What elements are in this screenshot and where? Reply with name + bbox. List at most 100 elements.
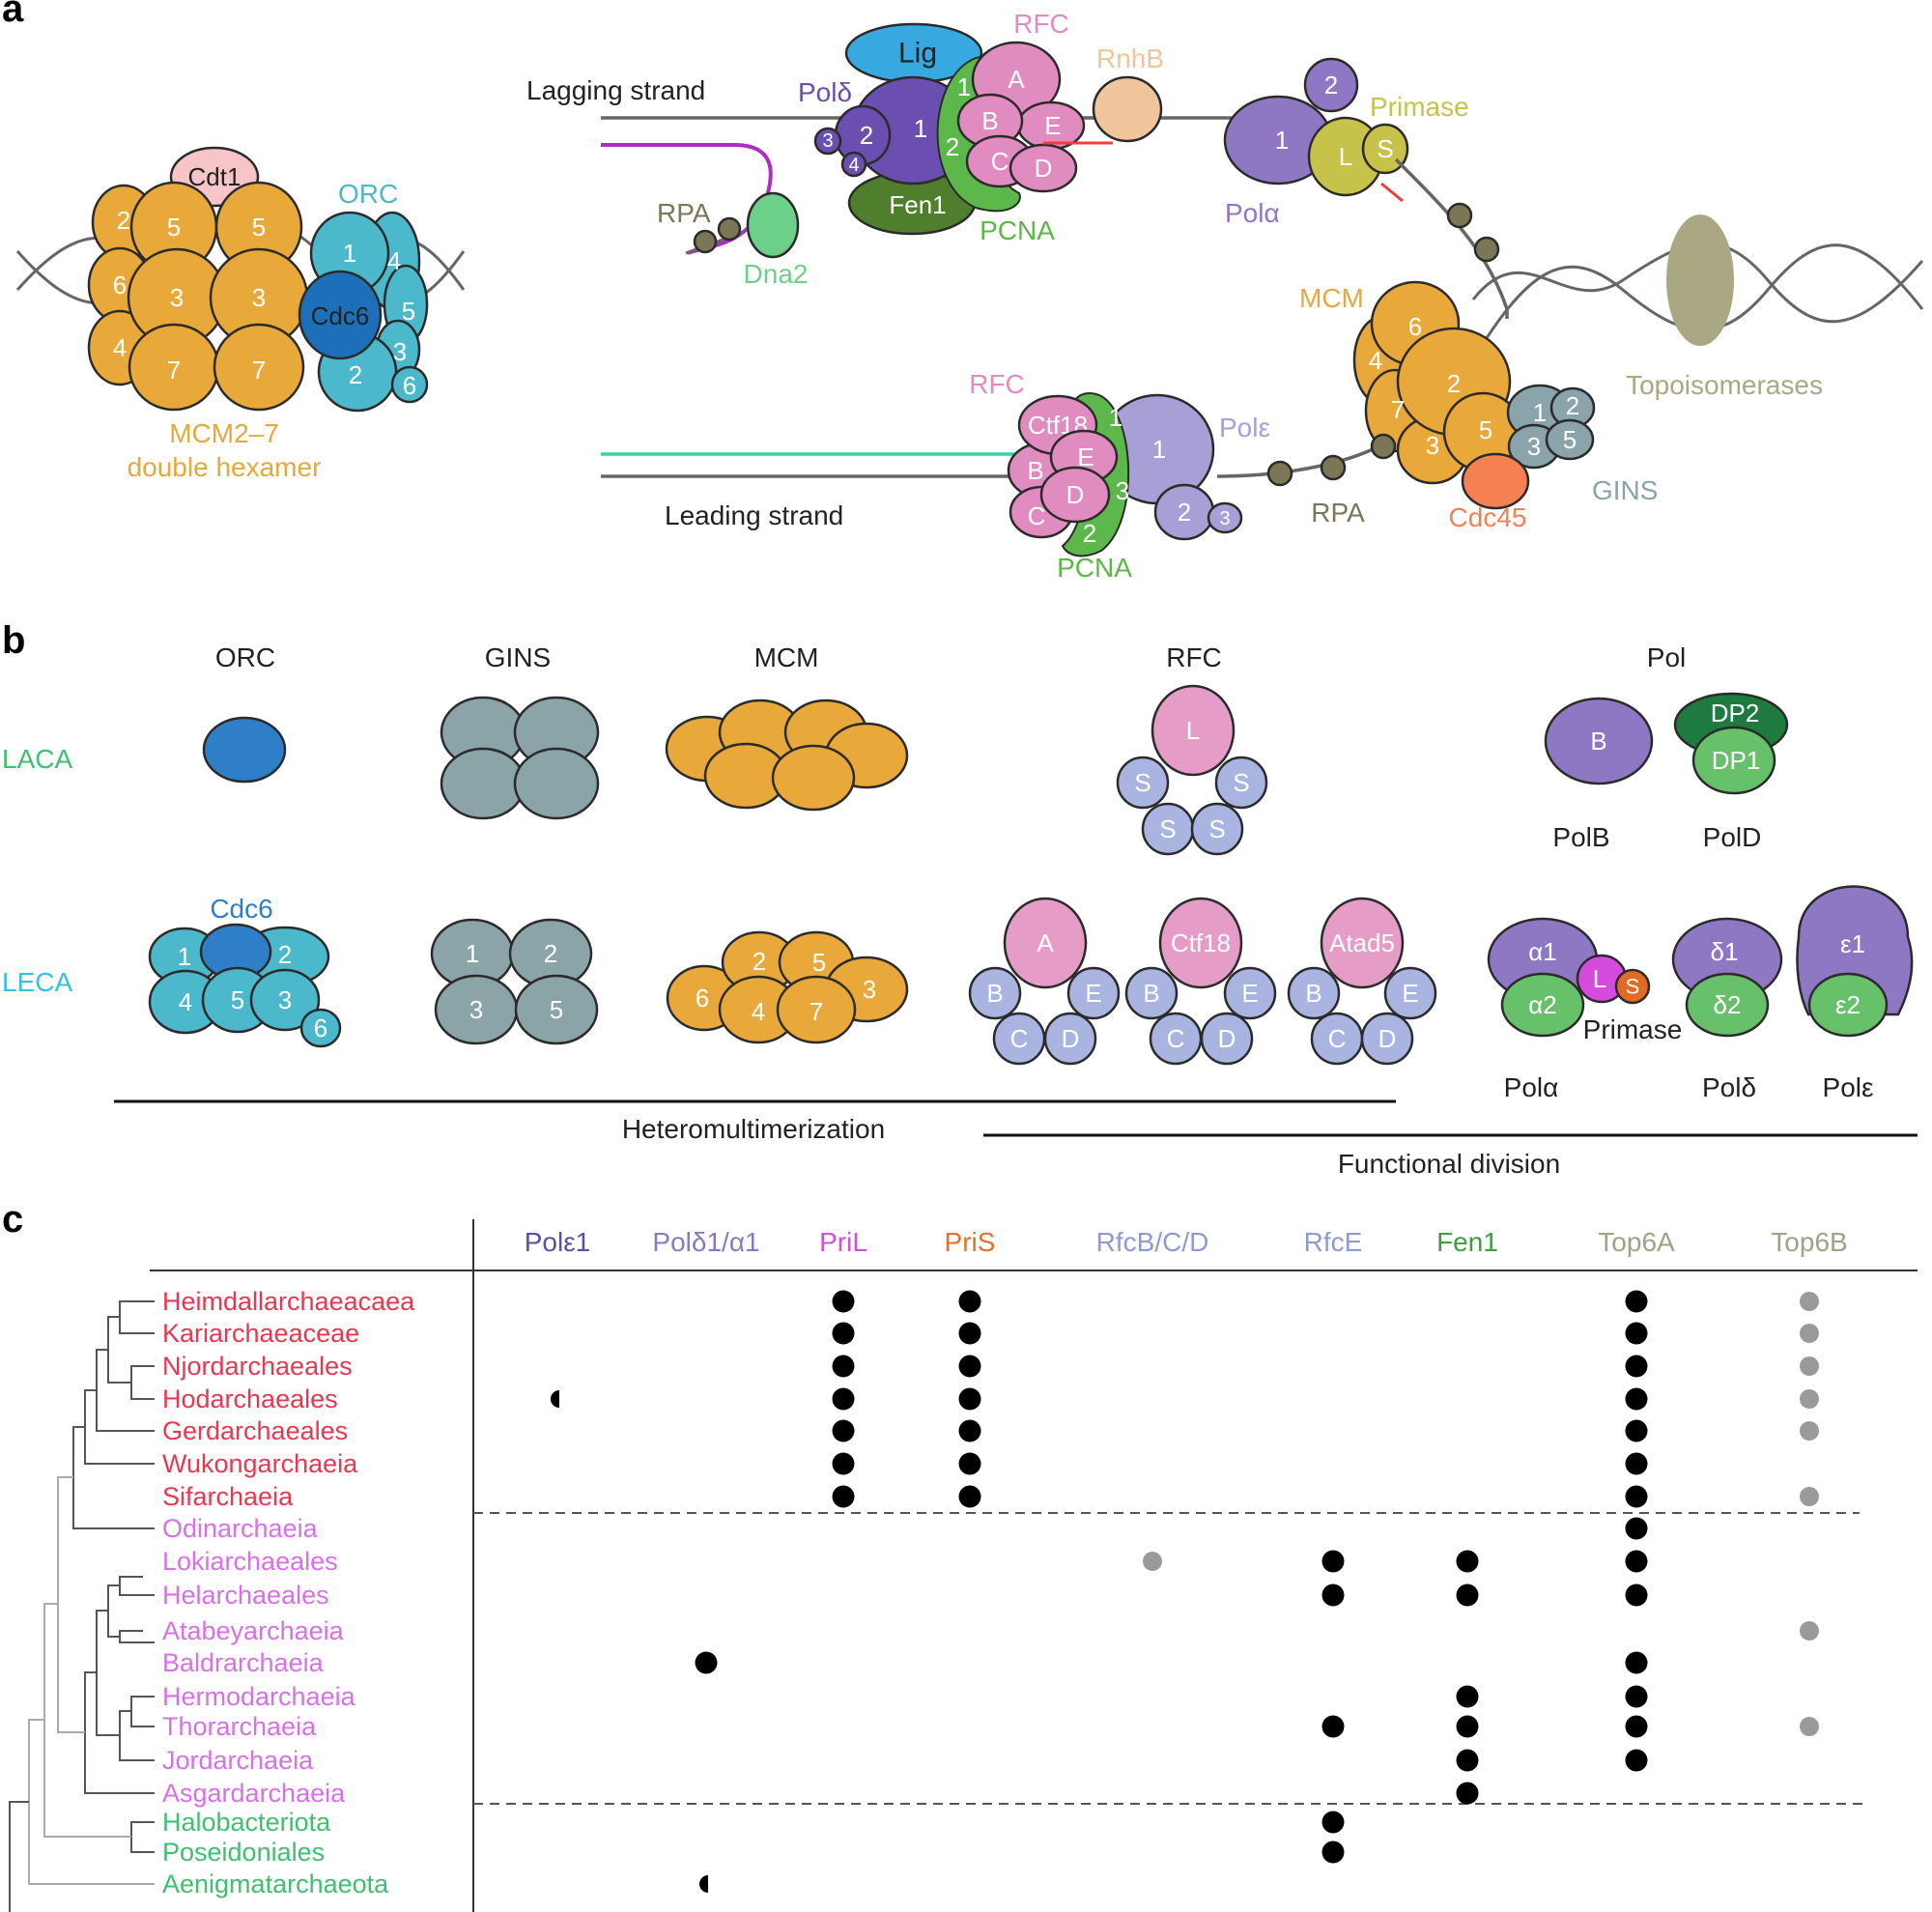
rfc2-d-shape: [1039, 466, 1111, 524]
column-header: Polε1: [525, 1227, 591, 1257]
fork-mcm-4: 4: [1369, 346, 1382, 375]
eps2-shape: [1807, 972, 1889, 1038]
pol-delta-label: Polδ: [798, 77, 852, 107]
leca-gins: [430, 918, 599, 1045]
presence-dot: [958, 1355, 981, 1378]
delta1-label: δ1: [1711, 937, 1739, 966]
presence-dot: [1456, 1584, 1479, 1607]
row-laca: LACA: [2, 744, 72, 774]
presence-dot: [1625, 1419, 1648, 1442]
taxon-label: Odinarchaeia: [162, 1514, 319, 1543]
presence-dot: [699, 1875, 708, 1893]
pol-alpha-2-label: 2: [1324, 71, 1338, 100]
b-col-orc: ORC: [215, 642, 275, 672]
rfc-d-shape: [1009, 143, 1078, 193]
laca-orc-shape: [202, 716, 287, 784]
taxon-label: Thorarchaeia: [162, 1712, 317, 1741]
presence-dot: [1800, 1292, 1819, 1311]
pcna-bottom-3: 3: [1116, 476, 1129, 505]
fork-mcm-label: MCM: [1299, 283, 1364, 313]
laca-gins: [440, 696, 600, 820]
leca-rfc-ctf18-e: E: [1241, 979, 1258, 1008]
rfc-b-label: B: [981, 106, 998, 135]
gins-5-shape: [1545, 418, 1595, 461]
leca-gins-1: 1: [466, 939, 479, 968]
gins-3-label: 3: [1527, 432, 1541, 461]
alpha2-shape: [1500, 972, 1585, 1038]
taxon-label: Gerdarchaeales: [162, 1416, 348, 1445]
rfc2-e-label: E: [1077, 442, 1094, 471]
presence-dot: [1800, 1717, 1819, 1736]
gins-label: GINS: [1592, 475, 1658, 505]
mcm-label-line2: double hexamer: [128, 452, 322, 482]
leca-mcm-3: 3: [863, 975, 876, 1004]
presence-dot: [695, 1651, 718, 1674]
polb-label: PolB: [1552, 822, 1609, 852]
leca-orc-6: 6: [314, 1013, 327, 1042]
leca-orc: [148, 923, 342, 1048]
leca-rfc-a-c: C: [1010, 1024, 1029, 1053]
rfc2-d-label: D: [1066, 480, 1085, 509]
leca-rfc-a-d: D: [1062, 1024, 1080, 1053]
dp2-label: DP2: [1711, 699, 1760, 728]
taxon-label: Aenigmatarchaeota: [162, 1869, 389, 1898]
taxon-label: Halobacteriota: [162, 1808, 331, 1837]
rpa-top-bead-2: [1473, 236, 1500, 263]
laca-rfc-s3: S: [1159, 814, 1176, 843]
cdc6-shape: [298, 270, 383, 360]
fork-mcm: [1352, 280, 1523, 485]
leca-rfc-atad5-e: E: [1402, 979, 1418, 1008]
mcm-sub-5a: 5: [167, 213, 181, 242]
leca-mcm-2: 2: [753, 947, 766, 976]
laca-rfc-s1: S: [1134, 768, 1151, 797]
presence-dot: [832, 1419, 855, 1442]
rfc2-b-label: B: [1027, 456, 1043, 485]
presence-dot: [958, 1290, 981, 1313]
leca-rfc-atad5-c: C: [1328, 1024, 1347, 1053]
pcna-top-label: PCNA: [980, 215, 1055, 245]
presence-dot: [1800, 1621, 1819, 1641]
taxon-label: Lokiarchaeales: [162, 1547, 338, 1576]
pol-delta-1-label: 1: [914, 114, 927, 143]
presence-dot: [1456, 1782, 1479, 1805]
taxon-label: Heimdallarchaeacaea: [162, 1287, 415, 1316]
presence-dot: [832, 1355, 855, 1378]
fork-mcm-5: 5: [1479, 415, 1492, 444]
pcna-top-1: 1: [957, 72, 971, 101]
leca-orc-5: 5: [231, 985, 244, 1014]
column-header: PriS: [945, 1227, 996, 1257]
presence-dot: [832, 1485, 855, 1508]
presence-dot: [1625, 1322, 1648, 1345]
orc-sub-2: 2: [349, 360, 362, 389]
presence-dot: [1800, 1421, 1819, 1441]
presence-dot: [1625, 1517, 1648, 1540]
pol-delta-2-label: 2: [860, 121, 873, 150]
leca-rfc-atad5-b: B: [1305, 979, 1321, 1008]
pol-eps-3-shape: [1207, 501, 1243, 534]
mcm-sub-2: 2: [117, 206, 130, 235]
row-leca: LECA: [2, 967, 72, 997]
leca-rfc-atad5: [1287, 897, 1437, 1066]
presence-dot: [1456, 1685, 1479, 1708]
taxon-label: Atabeyarchaeia: [162, 1616, 345, 1645]
leca-rfc-ctf18-d: D: [1218, 1024, 1236, 1053]
rpa-left-label: RPA: [657, 198, 711, 228]
fork-mcm-3: 3: [1426, 431, 1439, 460]
taxon-label: Helarchaeales: [162, 1581, 329, 1610]
orc-sub-6: 6: [403, 371, 416, 400]
column-header: Fen1: [1436, 1227, 1498, 1257]
primase-leca-label: Primase: [1583, 1014, 1683, 1044]
presence-dot: [1625, 1387, 1648, 1411]
leca-mcm-7: 7: [810, 997, 823, 1026]
presence-dot: [1800, 1324, 1819, 1343]
pol-alpha-label: Polα: [1225, 198, 1280, 228]
pol-alpha-2-shape: [1303, 57, 1359, 113]
rna-primer-alpha: [1380, 182, 1404, 203]
gins-5-label: 5: [1563, 425, 1577, 454]
taxon-label: Hermodarchaeia: [162, 1682, 356, 1711]
pol-eps-2-label: 2: [1178, 498, 1191, 527]
rnhb-label: RnhB: [1096, 43, 1164, 73]
pcna-bottom-label: PCNA: [1057, 553, 1132, 583]
taxon-label: Njordarchaeales: [162, 1352, 353, 1381]
